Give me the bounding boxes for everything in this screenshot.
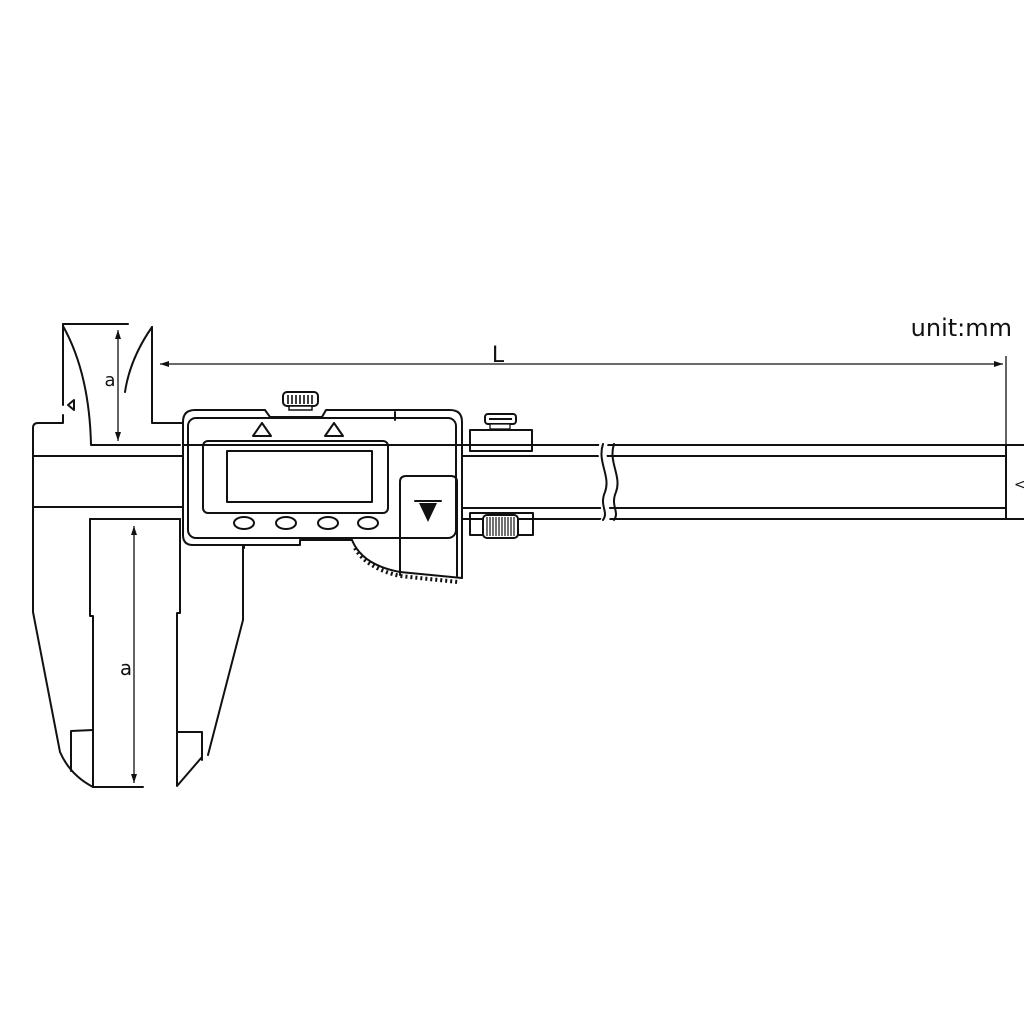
function-button[interactable] <box>317 516 339 530</box>
triangle-mark-icon <box>252 422 272 437</box>
function-button[interactable] <box>357 516 379 530</box>
lcd-display <box>226 450 373 503</box>
lower-jaw-label: a <box>120 656 132 680</box>
slider-body <box>182 409 463 584</box>
function-button[interactable] <box>233 516 255 530</box>
function-button[interactable] <box>275 516 297 530</box>
length-label: L <box>492 343 505 368</box>
triangle-mark-icon <box>324 422 344 437</box>
lower-lock-screw[interactable] <box>461 512 534 539</box>
unit-label: unit:mm <box>911 314 1012 342</box>
thumb-roller[interactable] <box>399 475 458 577</box>
main-beam: < <box>32 440 1024 525</box>
movable-jaw <box>176 518 244 787</box>
upper-lock-screw[interactable] <box>461 413 533 452</box>
down-triangle-icon <box>419 503 437 522</box>
fixed-jaw: a a <box>32 323 183 788</box>
upper-jaw-label: a <box>104 370 115 391</box>
top-knob[interactable] <box>282 391 319 411</box>
display-bezel <box>202 440 389 514</box>
right-end-mark: < <box>1014 477 1024 493</box>
length-dimension: L <box>160 343 1007 445</box>
